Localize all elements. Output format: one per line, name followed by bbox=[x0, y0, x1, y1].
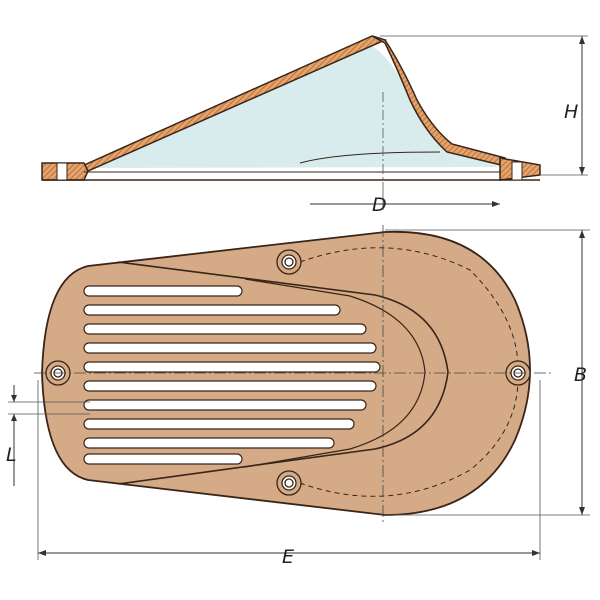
dimension-e: E bbox=[37, 380, 541, 568]
dimension-d: D bbox=[310, 182, 500, 216]
dimension-b: B bbox=[385, 229, 590, 516]
plan-view-scoop-inner-outline bbox=[244, 278, 426, 468]
slot bbox=[83, 418, 355, 430]
slot bbox=[83, 380, 377, 392]
side-view bbox=[41, 35, 541, 182]
slot bbox=[83, 437, 335, 449]
slot bbox=[83, 304, 341, 316]
dimension-e-label: E bbox=[282, 546, 294, 568]
plan-view-scoop-outline bbox=[117, 261, 449, 485]
slot bbox=[83, 285, 243, 297]
slot bbox=[83, 342, 377, 354]
dimension-d-label: D bbox=[372, 194, 387, 216]
plan-view bbox=[34, 225, 552, 525]
side-view-interior bbox=[82, 46, 500, 168]
slot bbox=[83, 323, 367, 335]
plan-view-slots bbox=[83, 285, 381, 465]
dimension-h-label: H bbox=[564, 101, 578, 123]
dimension-l-label: L bbox=[6, 444, 17, 466]
slot bbox=[83, 399, 367, 411]
side-view-right-bolt-hole bbox=[511, 161, 523, 181]
side-view-inner-curve bbox=[299, 151, 441, 164]
dimension-h: H bbox=[380, 35, 588, 176]
dimension-b-label: B bbox=[574, 364, 587, 386]
slot bbox=[83, 361, 381, 373]
bolt-hole-top bbox=[276, 249, 302, 275]
side-view-left-bolt-hole bbox=[56, 162, 68, 181]
bolt-hole-bottom bbox=[276, 470, 302, 496]
slot bbox=[83, 453, 243, 465]
dimension-l: L bbox=[6, 385, 90, 486]
